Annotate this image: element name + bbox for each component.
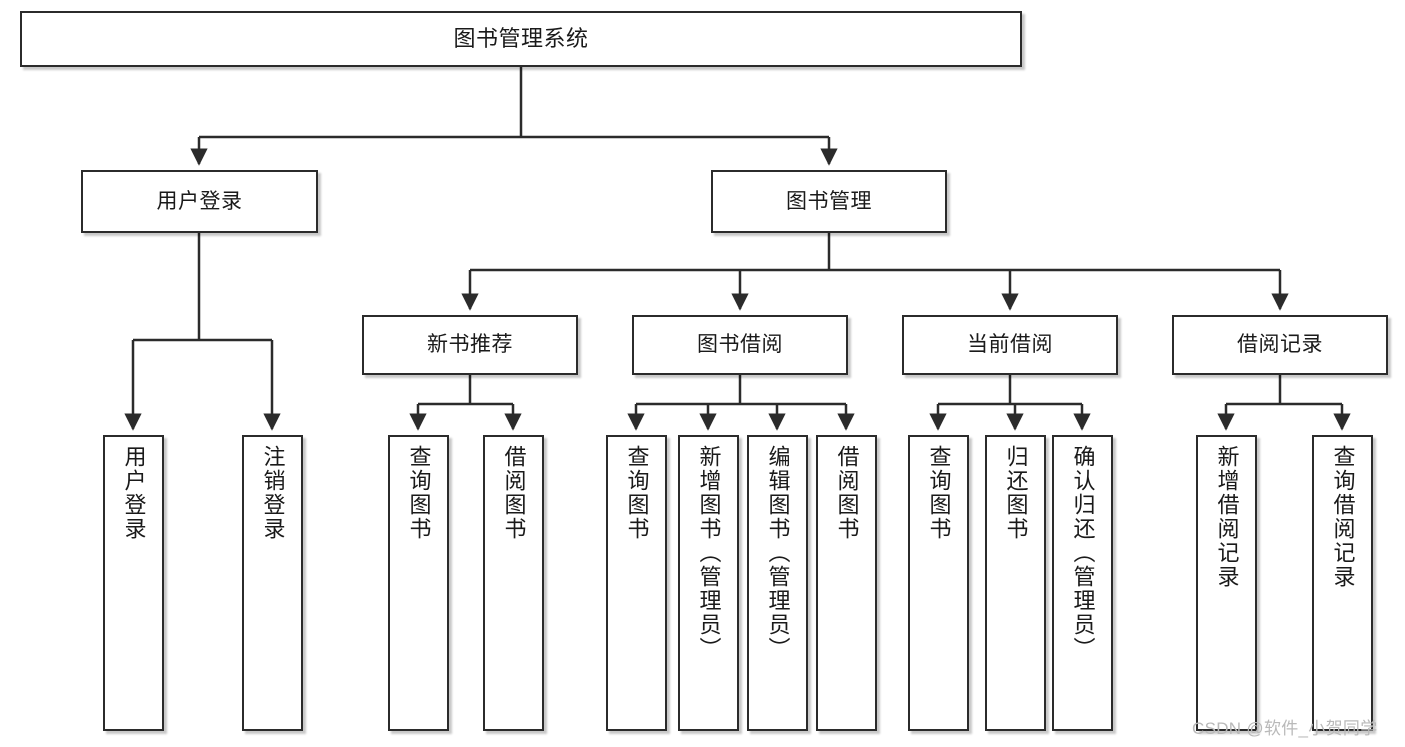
node-leaf-add-record[interactable]: 新增借阅记录	[1196, 435, 1257, 731]
node-book-borrow[interactable]: 图书借阅	[632, 315, 848, 375]
node-leaf-query-book-2[interactable]: 查询图书	[606, 435, 667, 731]
node-leaf-query-book-2-label: 查询图书	[624, 445, 650, 541]
node-leaf-query-record-label: 查询借阅记录	[1330, 445, 1356, 589]
node-leaf-query-book-1-label: 查询图书	[406, 445, 432, 541]
node-leaf-add-book[interactable]: 新增图书（管理员）	[678, 435, 739, 731]
node-current-borrow-label: 当前借阅	[967, 333, 1053, 357]
node-leaf-borrow-book-2-label: 借阅图书	[834, 445, 860, 541]
node-leaf-edit-book[interactable]: 编辑图书（管理员）	[747, 435, 808, 731]
node-leaf-add-book-label: 新增图书（管理员）	[696, 445, 722, 661]
csdn-watermark: CSDN @软件_小贺同学	[1192, 719, 1378, 738]
node-leaf-user-login[interactable]: 用户登录	[103, 435, 164, 731]
node-book-manage[interactable]: 图书管理	[711, 170, 947, 233]
node-book-borrow-label: 图书借阅	[697, 333, 783, 357]
node-leaf-confirm-return[interactable]: 确认归还（管理员）	[1052, 435, 1113, 731]
node-root[interactable]: 图书管理系统	[20, 11, 1022, 67]
node-leaf-logout-label: 注销登录	[260, 445, 286, 541]
node-current-borrow[interactable]: 当前借阅	[902, 315, 1118, 375]
node-leaf-borrow-book-1[interactable]: 借阅图书	[483, 435, 544, 731]
node-leaf-return-book[interactable]: 归还图书	[985, 435, 1046, 731]
node-leaf-query-book-3-label: 查询图书	[926, 445, 952, 541]
node-leaf-add-record-label: 新增借阅记录	[1214, 445, 1240, 589]
node-user-login[interactable]: 用户登录	[81, 170, 318, 233]
node-leaf-borrow-book-2[interactable]: 借阅图书	[816, 435, 877, 731]
node-leaf-query-book-3[interactable]: 查询图书	[908, 435, 969, 731]
node-leaf-query-book-1[interactable]: 查询图书	[388, 435, 449, 731]
node-root-label: 图书管理系统	[453, 25, 589, 51]
node-leaf-edit-book-label: 编辑图书（管理员）	[765, 445, 791, 661]
node-leaf-logout[interactable]: 注销登录	[242, 435, 303, 731]
node-user-login-label: 用户登录	[156, 189, 243, 213]
node-leaf-query-record[interactable]: 查询借阅记录	[1312, 435, 1373, 731]
node-leaf-confirm-return-label: 确认归还（管理员）	[1070, 445, 1096, 661]
node-new-book-rec[interactable]: 新书推荐	[362, 315, 578, 375]
node-leaf-return-book-label: 归还图书	[1003, 445, 1029, 541]
node-new-book-rec-label: 新书推荐	[427, 333, 513, 357]
node-borrow-record[interactable]: 借阅记录	[1172, 315, 1388, 375]
node-book-manage-label: 图书管理	[786, 189, 872, 213]
node-leaf-user-login-label: 用户登录	[121, 445, 147, 541]
node-leaf-borrow-book-1-label: 借阅图书	[501, 445, 527, 541]
node-borrow-record-label: 借阅记录	[1237, 333, 1323, 357]
